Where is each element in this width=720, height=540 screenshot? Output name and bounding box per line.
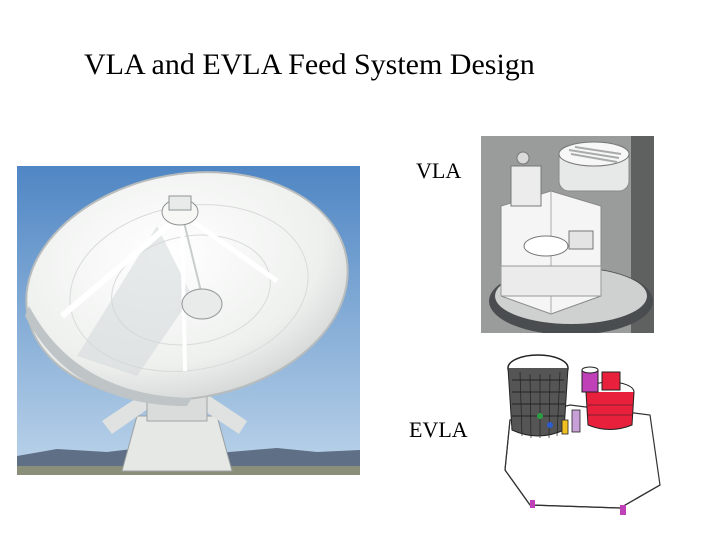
slide-title: VLA and EVLA Feed System Design — [84, 48, 535, 81]
evla-feed-system-drawing — [500, 350, 665, 518]
vla-label: VLA — [416, 158, 462, 183]
evla-label: EVLA — [409, 417, 468, 442]
evla-feed-illustration — [500, 350, 665, 518]
dish-illustration — [17, 166, 360, 475]
vla-feed-system-photo — [481, 136, 654, 333]
radio-telescope-dish-photo — [17, 166, 360, 475]
vla-feed-illustration — [481, 136, 654, 333]
